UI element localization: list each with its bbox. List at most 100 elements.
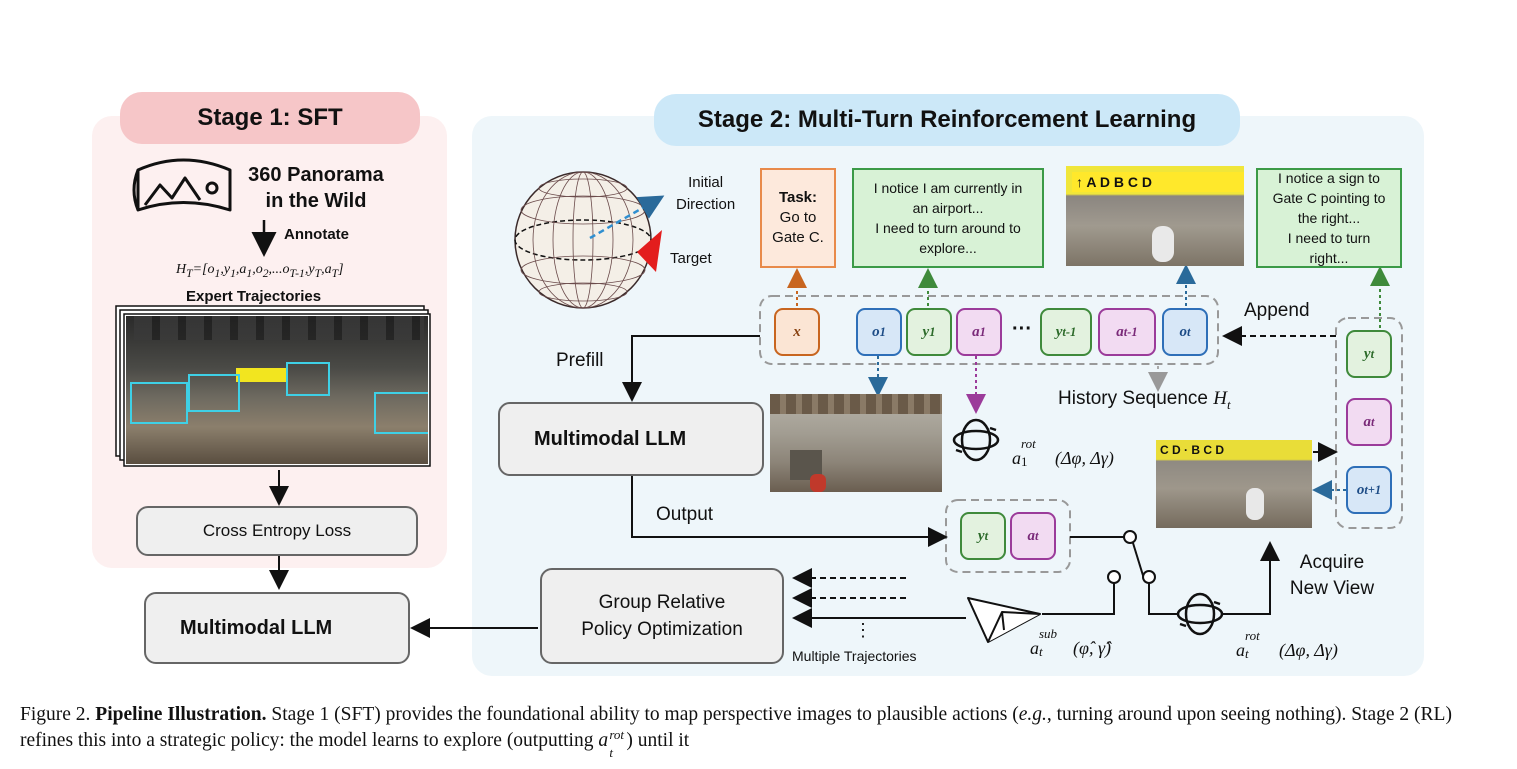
token-sub: 1 (929, 324, 936, 339)
token-x-base: x (793, 323, 801, 340)
observation-image (770, 394, 942, 492)
reasoning-note-2: I notice a sign to Gate C pointing to th… (1256, 168, 1402, 268)
token-base: y (1055, 323, 1063, 340)
panorama-image (126, 316, 428, 464)
paper-plane-icon (967, 597, 1041, 643)
acquire-line-2: New View (1289, 578, 1375, 599)
caption-math-sup: rot (609, 727, 625, 742)
token-base: a (972, 323, 980, 340)
caption-text-2: , turning around upon seeing nothing). S… (20, 704, 1452, 751)
panorama-icon (132, 158, 232, 212)
action-args: (Δφ, Δγ) (1279, 640, 1338, 660)
initial-label-line-2: Direction (676, 196, 736, 213)
token-base: a (1363, 413, 1372, 430)
task-line-3: Gate C. (772, 229, 824, 246)
multimodal-llm-trained-label: Multimodal LLM (180, 616, 333, 639)
airport-view-image: ↑ A D B C D (1066, 166, 1244, 266)
task-line-2: Go to (779, 209, 817, 226)
multimodal-llm-frozen-box: Multimodal LLM (498, 402, 764, 476)
action-sub: t (1245, 646, 1249, 661)
grpo-line-2: Policy Optimization (581, 619, 743, 640)
caption-text-1: Stage 1 (SFT) provides the foundational … (271, 704, 1019, 725)
figure-caption: Figure 2. Pipeline Illustration. Stage 1… (20, 702, 1500, 760)
caption-math-base: a (598, 730, 609, 751)
stage1-title: Stage 1: SFT (120, 92, 420, 144)
note1-line-3: I need to turn around to (875, 220, 1021, 236)
sphere-icon (514, 171, 665, 309)
token-sub: t (1187, 324, 1191, 339)
panorama-line-2: in the Wild (265, 190, 367, 212)
history-symbol-sub: t (1226, 396, 1231, 412)
detection-box (374, 392, 428, 434)
ceiling (134, 316, 424, 340)
reasoning-note-1: I notice I am currently in an airport...… (852, 168, 1044, 268)
panorama-caption: 360 Panorama in the Wild (246, 162, 386, 214)
stage2-title: Stage 2: Multi-Turn Reinforcement Learni… (654, 94, 1240, 146)
note2-line-4: I need to turn (1287, 230, 1371, 246)
token-sub: 1 (879, 324, 886, 339)
annotate-label: Annotate (284, 226, 349, 243)
person (1246, 488, 1264, 520)
action-sup: sub (1039, 626, 1058, 641)
vertical-ellipsis: ⋮ (854, 620, 872, 640)
token-base: y (977, 527, 985, 544)
acquire-line-1: Acquire (1299, 552, 1365, 573)
acquire-new-view-label: Acquire New View (1280, 550, 1384, 602)
history-sequence-label: History Sequence Ht (1058, 388, 1231, 413)
append-label: Append (1244, 300, 1310, 321)
person (810, 474, 826, 492)
note2-line-3: the right... (1297, 210, 1361, 226)
sequence-ellipsis: ··· (1012, 318, 1032, 340)
token-base: o (872, 323, 880, 340)
prefill-label: Prefill (556, 350, 604, 371)
token-base: o (1179, 323, 1188, 340)
multiple-trajectories-label: Multiple Trajectories (792, 648, 917, 664)
rotate-icon (1176, 592, 1224, 636)
history-label-text: History Sequence (1058, 388, 1208, 409)
detection-box (188, 374, 240, 412)
action-base: a (1030, 638, 1039, 658)
output-label: Output (656, 504, 714, 525)
token-sub: t (1370, 346, 1375, 361)
gate-sign: ↑ A D B C D (1072, 172, 1244, 192)
caption-text-3: ) until it (626, 730, 690, 751)
note1-line-4: explore... (919, 240, 977, 256)
token-base: o (1356, 481, 1365, 498)
cross-entropy-loss-box: Cross Entropy Loss (136, 506, 418, 556)
caption-math-sub: t (609, 745, 613, 760)
ceiling (770, 394, 942, 414)
airport-sign (236, 368, 286, 382)
action-sup: rot (1021, 436, 1036, 451)
grpo-box: Group Relative Policy Optimization (540, 568, 784, 664)
task-title: Task: (778, 189, 818, 206)
token-base: a (1116, 323, 1124, 340)
history-symbol: H (1213, 388, 1227, 409)
note2-line-5: right... (1309, 250, 1349, 266)
person (1152, 226, 1174, 262)
token-sub: 1 (979, 324, 986, 339)
initial-label-line-1: Initial (688, 174, 724, 191)
rotate-icon (952, 418, 1000, 462)
action-sub: 1 (1021, 454, 1028, 469)
multimodal-llm-trained-box: Multimodal LLM (144, 592, 410, 664)
action-base: a (1236, 640, 1245, 660)
token-sub: t+1 (1364, 482, 1382, 497)
action-sub: t (1039, 644, 1043, 659)
action-base: a (1012, 448, 1021, 468)
caption-eg: e.g. (1018, 704, 1047, 725)
token-base: y (922, 323, 930, 340)
new-view-image: C D · B C D (1156, 440, 1312, 528)
note1-line-1: I notice I am currently in (873, 180, 1023, 196)
note2-line-2: Gate C pointing to (1272, 190, 1386, 206)
action-args: (φ̂, γ̂) (1073, 638, 1112, 658)
